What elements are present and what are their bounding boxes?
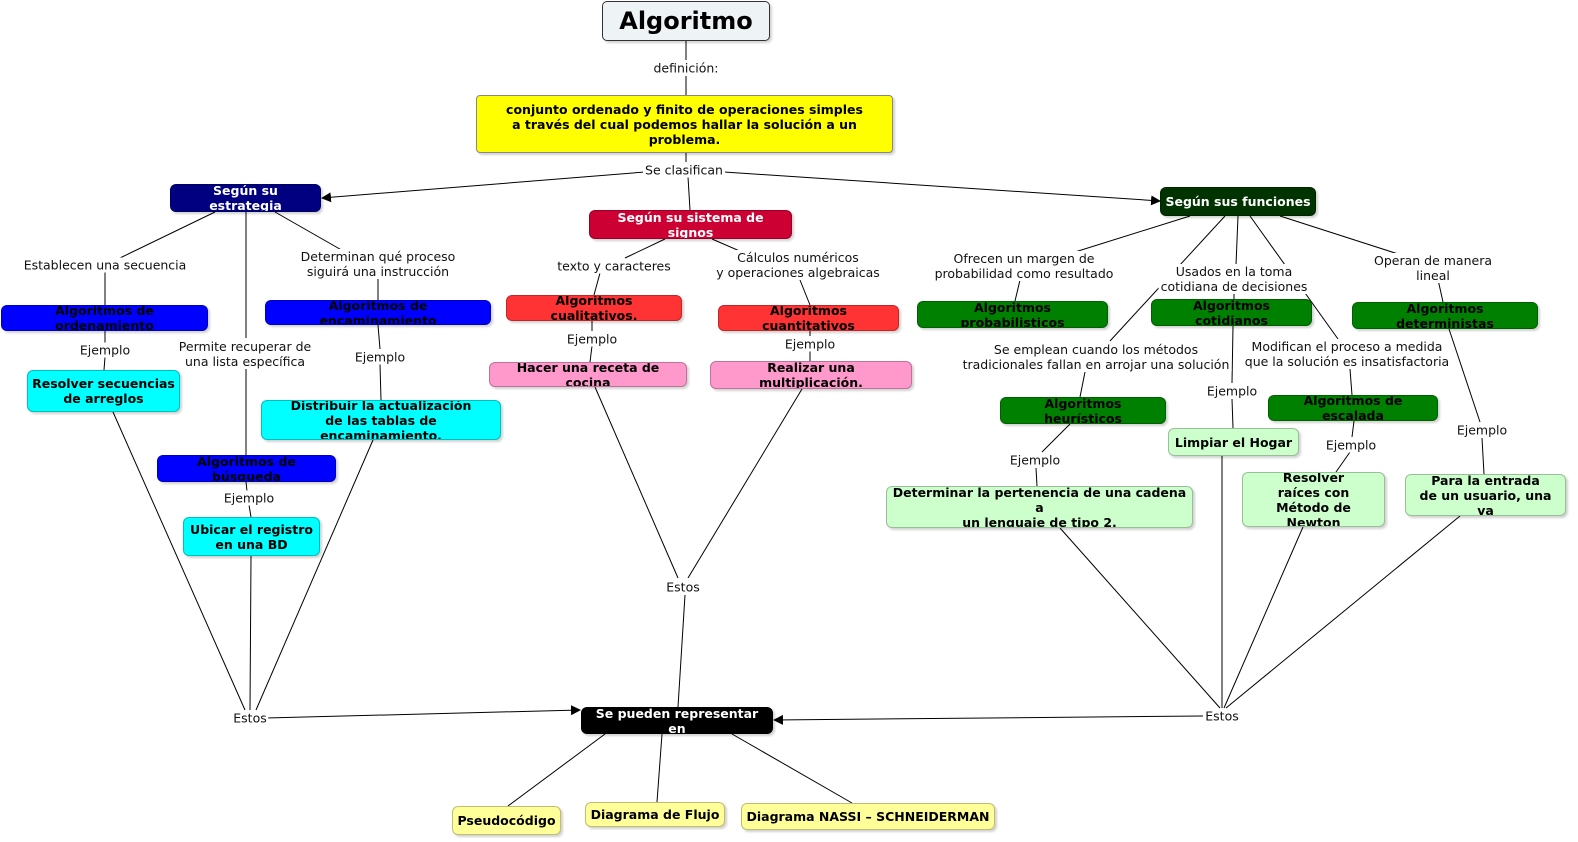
label-ofrecen: Ofrecen un margen de probabilidad como r… (932, 251, 1116, 281)
algo-escalada[interactable]: Algoritmos de escalada (1268, 395, 1438, 421)
form-diagrama-flujo[interactable]: Diagrama de Flujo (585, 802, 725, 827)
label-secuencia: Establecen una secuencia (21, 257, 189, 273)
category-signos[interactable]: Según su sistema de signos (589, 210, 792, 239)
label-texto: texto y caracteres (555, 258, 673, 274)
label-se-clasifican: Se clasifican (643, 162, 725, 178)
algo-cuantitativos[interactable]: Algoritmos cuantitativos (718, 305, 899, 331)
label-determinan: Determinan qué proceso siguirá una instr… (298, 249, 458, 279)
label-estos-left: Estos (231, 710, 269, 726)
label-modifican: Modifican el proceso a medida que la sol… (1242, 339, 1452, 369)
label-calculos: Cálculos numéricos y operaciones algebra… (714, 250, 882, 280)
example-newton[interactable]: Resolver raíces con Método de Newton (1242, 472, 1385, 527)
label-operan: Operan de manera lineal (1360, 253, 1506, 283)
form-nassi[interactable]: Diagrama NASSI – SCHNEIDERMAN (741, 803, 995, 830)
label-ejemplo-cotidianos: Ejemplo (1204, 383, 1260, 399)
example-cadena[interactable]: Determinar la pertenencia de una cadena … (886, 486, 1193, 528)
algo-encaminamiento[interactable]: Algoritmos de encaminamiento (265, 300, 491, 325)
example-secuencias[interactable]: Resolver secuencias de arreglos (27, 370, 180, 412)
example-hogar[interactable]: Limpiar el Hogar (1168, 428, 1299, 456)
concept-title[interactable]: Algoritmo (602, 1, 770, 41)
label-ejemplo-cuantitativos: Ejemplo (782, 336, 838, 352)
category-funciones[interactable]: Según sus funciones (1160, 187, 1316, 216)
algo-cotidianos[interactable]: Algoritmos cotidianos (1151, 299, 1312, 326)
example-distribuir[interactable]: Distribuir la actualización de las tabla… (261, 400, 501, 440)
label-ejemplo-escalada: Ejemplo (1323, 437, 1379, 453)
form-pseudocodigo[interactable]: Pseudocódigo (452, 806, 561, 835)
label-ejemplo-cualitativos: Ejemplo (564, 331, 620, 347)
label-emplean: Se emplean cuando los métodos tradiciona… (960, 342, 1232, 372)
label-estos-right: Estos (1203, 708, 1241, 724)
label-permite: Permite recuperar de una lista específic… (176, 339, 314, 369)
category-estrategia[interactable]: Según su estrategia (170, 184, 321, 212)
representar-node[interactable]: Se pueden representar en (581, 707, 773, 734)
example-receta[interactable]: Hacer una receta de cocina (489, 362, 687, 387)
example-multiplicacion[interactable]: Realizar una multiplicación. (710, 361, 912, 389)
algo-busqueda[interactable]: Algoritmos de búsqueda (157, 455, 336, 482)
definition-node[interactable]: conjunto ordenado y finito de operacione… (476, 95, 893, 153)
label-usados: Usados en la toma cotidiana de decisione… (1158, 264, 1310, 294)
algo-cualitativos[interactable]: Algoritmos cualitativos. (506, 295, 682, 321)
label-ejemplo-ordenamiento: Ejemplo (77, 342, 133, 358)
label-estos-center: Estos (664, 579, 702, 595)
label-definicion: definición: (651, 60, 721, 76)
example-entrada[interactable]: Para la entrada de un usuario, una va (1405, 474, 1566, 516)
algo-heuristicos[interactable]: Algoritmos heurísticos (1000, 397, 1166, 424)
algo-probabilisticos[interactable]: Algoritmos probabilisticos (917, 301, 1108, 328)
label-ejemplo-deterministas: Ejemplo (1454, 422, 1510, 438)
algo-ordenamiento[interactable]: Algoritmos de ordenamiento (1, 305, 208, 331)
example-registro[interactable]: Ubicar el registro en una BD (183, 517, 320, 556)
algo-deterministas[interactable]: Algoritmos deterministas (1352, 302, 1538, 329)
label-ejemplo-encaminamiento: Ejemplo (352, 349, 408, 365)
label-ejemplo-heuristicos: Ejemplo (1007, 452, 1063, 468)
label-ejemplo-busqueda: Ejemplo (221, 490, 277, 506)
